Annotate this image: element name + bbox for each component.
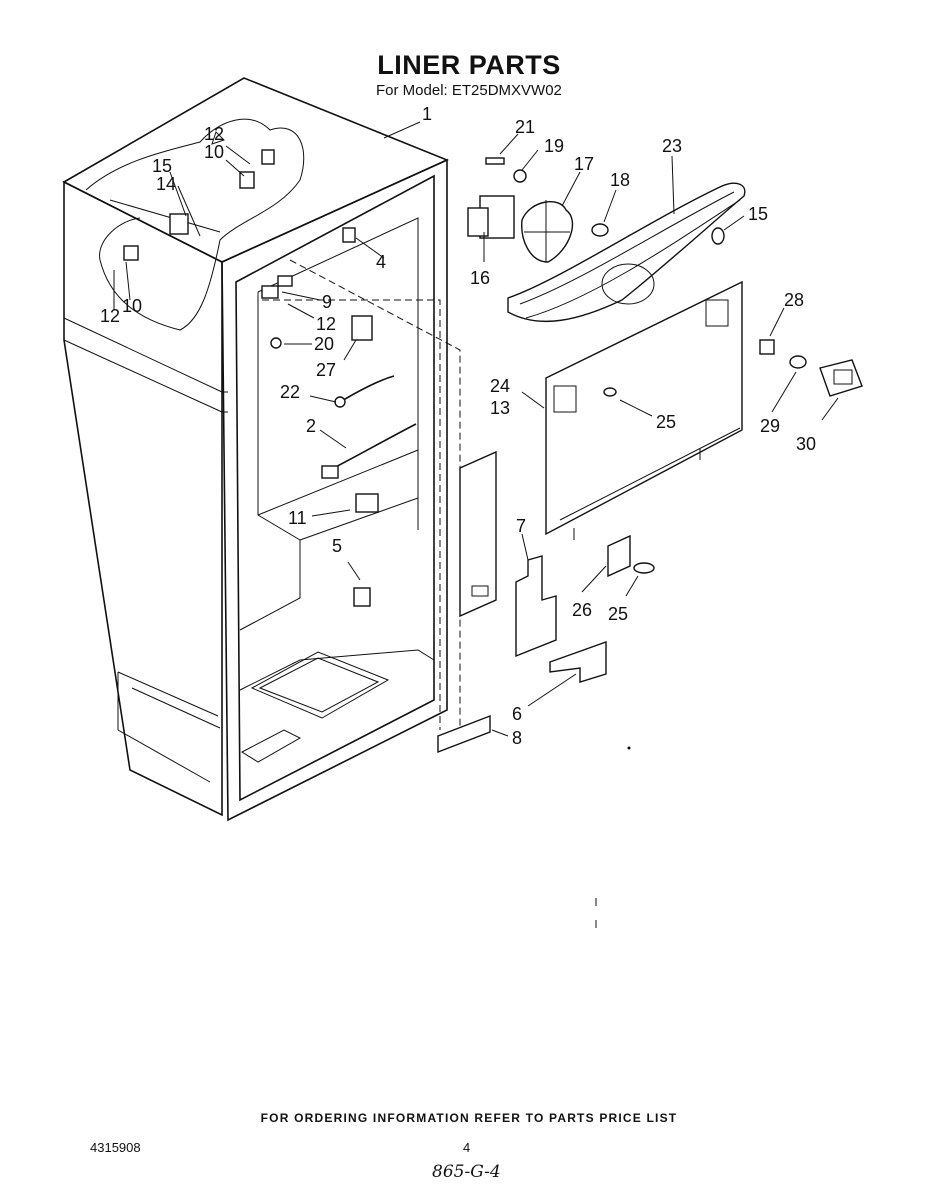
callout-24: 24 bbox=[490, 376, 510, 396]
callout-18: 18 bbox=[610, 170, 630, 190]
callout-30: 30 bbox=[796, 434, 816, 454]
callout-1: 1 bbox=[422, 104, 432, 124]
callout-14: 14 bbox=[156, 174, 176, 194]
lower-parts bbox=[437, 450, 655, 754]
callout-10: 10 bbox=[204, 142, 224, 162]
callout-28: 28 bbox=[784, 290, 804, 310]
callout-12: 12 bbox=[316, 314, 336, 334]
callout-27: 27 bbox=[316, 360, 336, 380]
callout-4: 4 bbox=[376, 252, 386, 272]
page-number: 4 bbox=[463, 1140, 471, 1155]
callout-16: 16 bbox=[470, 268, 490, 288]
callout-6: 6 bbox=[512, 704, 522, 724]
leader-lines bbox=[113, 121, 839, 737]
callout-21: 21 bbox=[515, 117, 535, 137]
callout-11: 11 bbox=[288, 508, 307, 528]
callout-12: 12 bbox=[204, 124, 224, 144]
callout-8: 8 bbox=[512, 728, 522, 748]
fan-motor-assembly bbox=[467, 157, 609, 263]
air-duct bbox=[507, 182, 746, 323]
document-number: 4315908 bbox=[90, 1140, 141, 1155]
callout-29: 29 bbox=[760, 416, 780, 436]
control-parts bbox=[759, 339, 863, 397]
model-subtitle: For Model: ET25DMXVW02 bbox=[376, 82, 562, 99]
callout-15: 15 bbox=[152, 156, 172, 176]
page-title: LINER PARTS bbox=[377, 50, 561, 80]
refrigerator-cabinet bbox=[62, 77, 461, 822]
callout-22: 22 bbox=[280, 382, 300, 402]
callout-13: 13 bbox=[490, 398, 510, 418]
rear-cover-panel bbox=[545, 280, 743, 540]
callout-5: 5 bbox=[332, 536, 342, 556]
callout-20: 20 bbox=[314, 334, 334, 354]
callout-19: 19 bbox=[544, 136, 564, 156]
callout-9: 9 bbox=[322, 292, 332, 312]
callout-12: 12 bbox=[100, 306, 120, 326]
handwritten-note: 865-G-4 bbox=[432, 1162, 501, 1182]
callout-17: 17 bbox=[574, 154, 594, 174]
callout-23: 23 bbox=[662, 136, 682, 156]
callout-15: 15 bbox=[748, 204, 768, 224]
callout-7: 7 bbox=[516, 516, 526, 536]
stray-dot bbox=[627, 746, 631, 750]
callout-25: 25 bbox=[656, 412, 676, 432]
callout-26: 26 bbox=[572, 600, 592, 620]
callout-labels: 1 12 10 15 14 12 10 4 9 12 20 27 22 2 11… bbox=[100, 104, 816, 748]
liner-components bbox=[261, 227, 417, 607]
ordering-note: FOR ORDERING INFORMATION REFER TO PARTS … bbox=[260, 1111, 678, 1125]
callout-25: 25 bbox=[608, 604, 628, 624]
callout-2: 2 bbox=[306, 416, 316, 436]
callout-10: 10 bbox=[122, 296, 142, 316]
